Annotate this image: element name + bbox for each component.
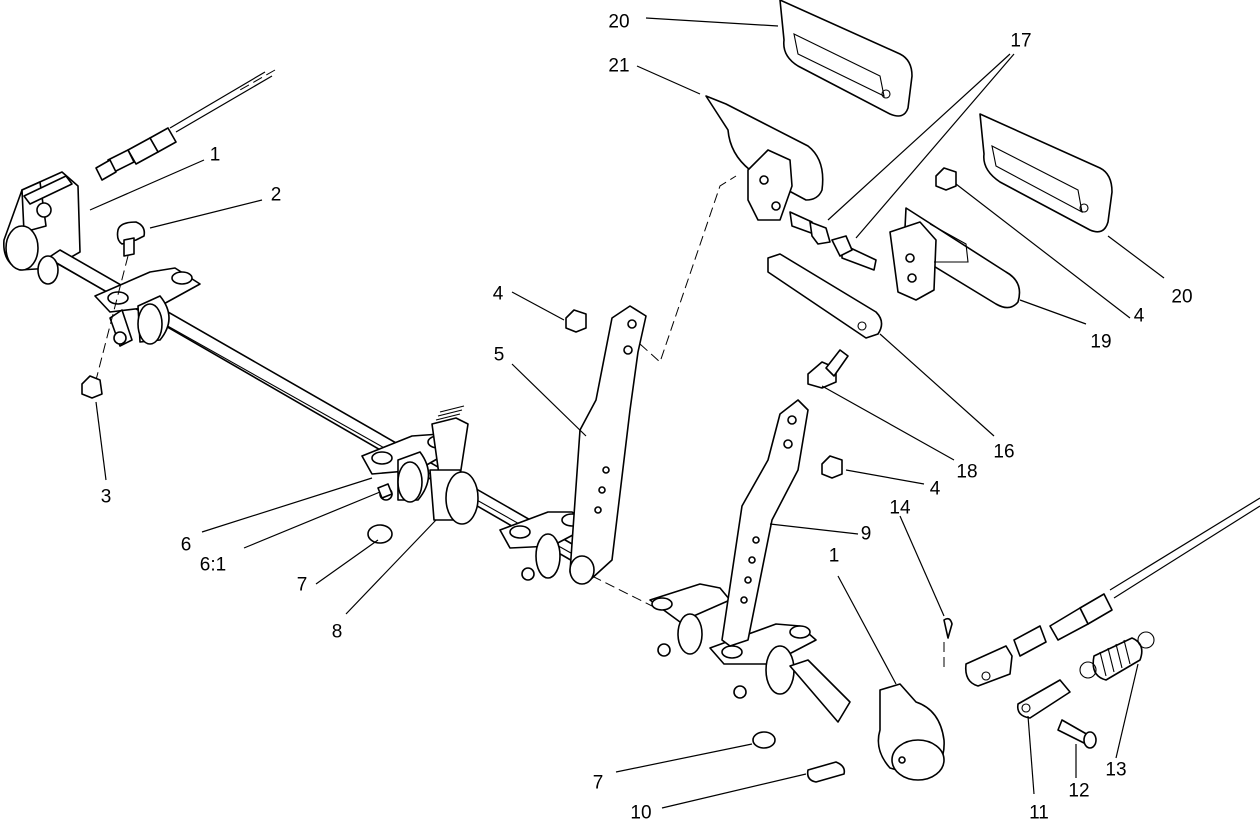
- pad-20-right: [979, 113, 1113, 233]
- callout-16: 16: [993, 441, 1015, 463]
- callout-13: 13: [1105, 759, 1127, 781]
- pad-20-upper: [779, 0, 913, 117]
- lower-shaft: [591, 575, 945, 781]
- nut-4-center: [565, 309, 587, 333]
- callout-20-right: 20: [1171, 286, 1193, 308]
- leader-lines: [89, 17, 1165, 809]
- nut-4-right: [935, 167, 957, 191]
- callout-7-upper: 7: [296, 574, 308, 596]
- cable-left: [95, 69, 276, 181]
- bolt-17-b: [831, 235, 877, 271]
- callout-10: 10: [630, 802, 652, 824]
- callout-19: 19: [1090, 331, 1112, 353]
- bracket-left: [94, 267, 201, 347]
- callout-4-right: 4: [1133, 305, 1145, 327]
- callout-2: 2: [270, 184, 282, 206]
- callout-7-lower: 7: [592, 772, 604, 794]
- callout-6: 6: [180, 534, 192, 556]
- callout-21: 21: [608, 55, 630, 77]
- callout-6-1: 6:1: [199, 554, 227, 576]
- cable-right: [964, 497, 1260, 687]
- spring-13: [1079, 631, 1155, 681]
- link-11: [1016, 679, 1071, 719]
- bolt-2: [95, 221, 146, 381]
- left-lever-end: [3, 171, 81, 271]
- bar-16: [767, 253, 883, 339]
- bolt-18: [807, 349, 849, 389]
- lever-5: [569, 175, 737, 585]
- callout-20-upper: 20: [608, 11, 630, 33]
- plate-21: [705, 95, 824, 221]
- nut-3: [81, 375, 103, 399]
- callout-12: 12: [1068, 780, 1090, 802]
- ring-7-upper: [367, 524, 393, 544]
- nut-4-lower: [821, 455, 843, 479]
- callout-5: 5: [493, 344, 505, 366]
- ring-7-lower: [752, 731, 776, 749]
- callout-17: 17: [1010, 30, 1032, 52]
- callout-1-lower: 1: [828, 545, 840, 567]
- pin-10: [806, 761, 846, 783]
- callout-11: 11: [1029, 802, 1049, 824]
- callout-9: 9: [860, 523, 872, 545]
- bolt-17-a: [789, 211, 831, 245]
- pin-12: [1057, 719, 1097, 749]
- callout-18: 18: [956, 461, 978, 483]
- plate-19: [889, 207, 1021, 309]
- callout-4-center: 4: [492, 283, 504, 305]
- pin-6: [377, 483, 393, 499]
- lever-9: [721, 399, 809, 647]
- callout-4-lower: 4: [929, 478, 941, 500]
- callout-3: 3: [100, 486, 112, 508]
- cotter-14: [943, 617, 953, 668]
- callout-8: 8: [331, 621, 343, 643]
- callout-1-upper: 1: [209, 144, 221, 166]
- bracket-middle: [361, 405, 479, 525]
- callout-14: 14: [889, 497, 911, 519]
